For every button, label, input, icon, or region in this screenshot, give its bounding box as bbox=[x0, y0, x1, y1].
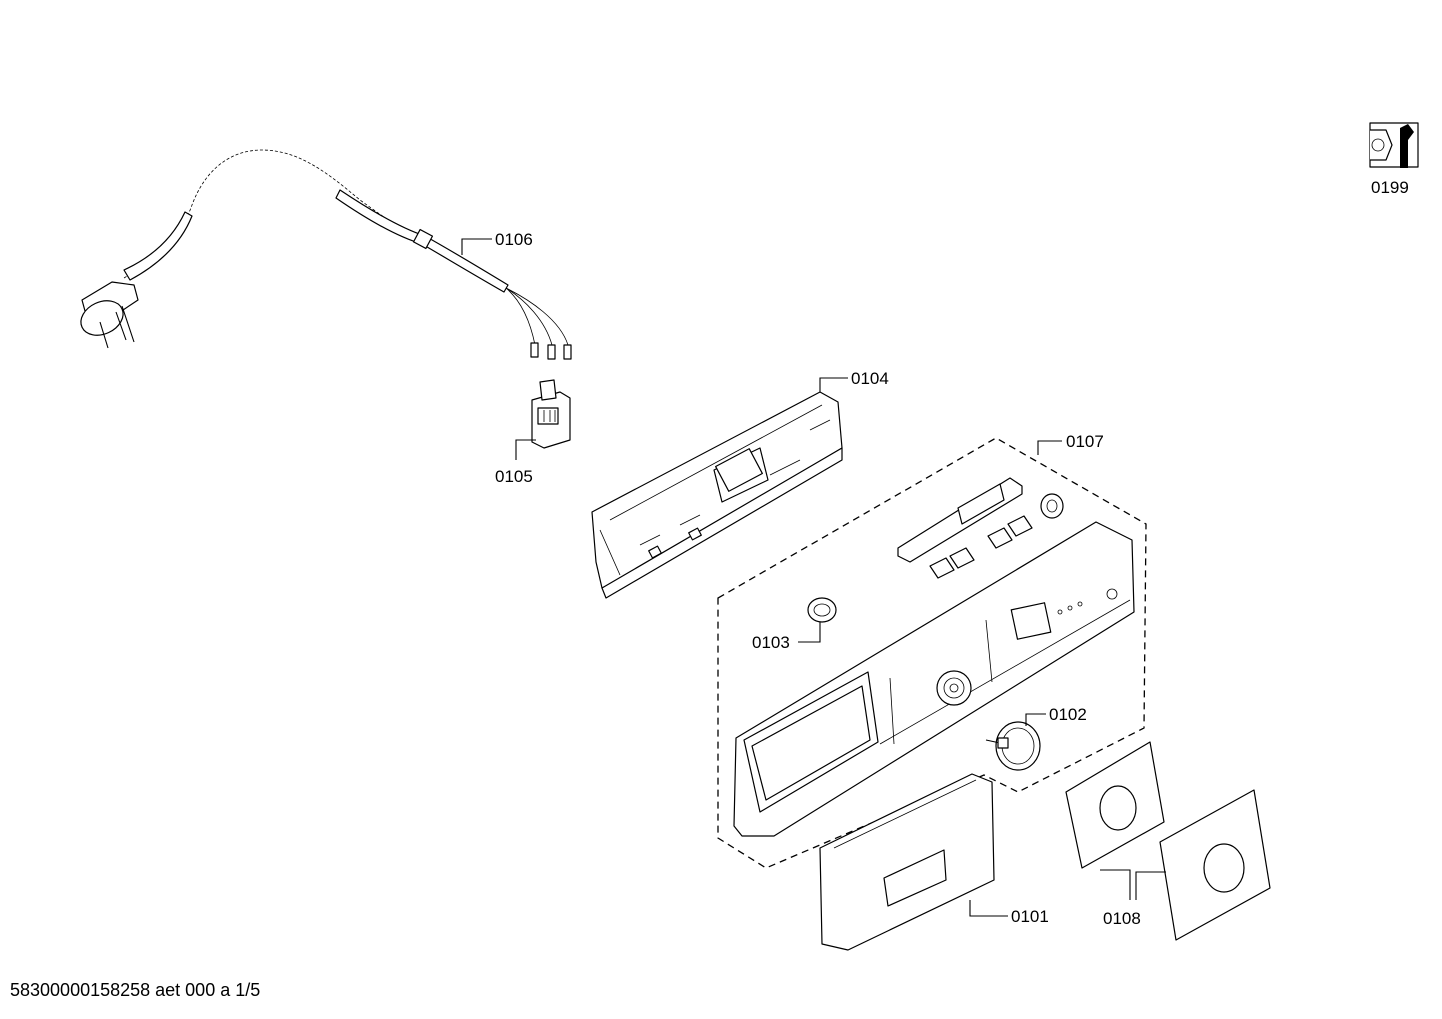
knob-cover-right bbox=[1159, 789, 1271, 941]
wrench-nut-icon bbox=[1369, 122, 1419, 168]
drawer-handle bbox=[819, 773, 995, 951]
label-0103: 0103 bbox=[752, 633, 790, 652]
part-labels: 0106 0104 0105 0107 0103 0102 0101 0108 … bbox=[495, 178, 1409, 928]
label-0102: 0102 bbox=[1049, 705, 1087, 724]
button-strip bbox=[897, 477, 1064, 579]
label-0107: 0107 bbox=[1066, 432, 1104, 451]
leader-lines bbox=[461, 238, 1166, 917]
label-0101: 0101 bbox=[1011, 907, 1049, 926]
connector-part bbox=[531, 379, 571, 449]
assembly-group-outline bbox=[717, 437, 1147, 869]
power-cable bbox=[80, 149, 572, 360]
program-knob bbox=[985, 721, 1041, 771]
label-0108: 0108 bbox=[1103, 909, 1141, 928]
label-0104: 0104 bbox=[851, 369, 889, 388]
label-0105: 0105 bbox=[495, 467, 533, 486]
label-0106: 0106 bbox=[495, 230, 533, 249]
knob-cover-left bbox=[1065, 741, 1165, 869]
drawing-id: 58300000158258 aet 000 a 1/5 bbox=[10, 980, 261, 1000]
front-panel bbox=[733, 521, 1135, 837]
control-module bbox=[591, 391, 843, 599]
label-0199: 0199 bbox=[1371, 178, 1409, 197]
knob-insert bbox=[807, 597, 837, 623]
